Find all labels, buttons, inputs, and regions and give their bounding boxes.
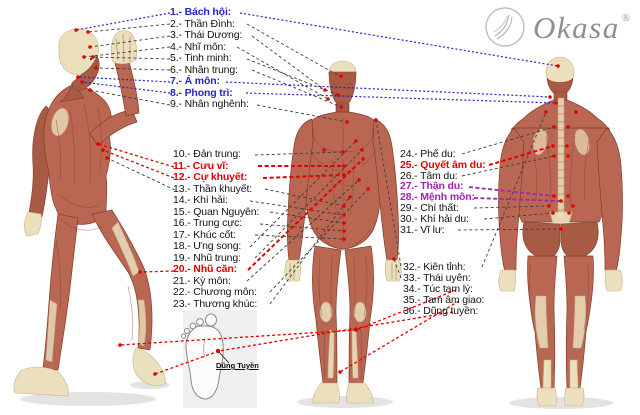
acupoint-label-31: 31.- Vĩ lư: — [400, 223, 445, 236]
acupoint-label-26: 26.- Tâm du: — [400, 169, 458, 182]
acupoint-label-23: 23.- Thương khúc: — [173, 297, 258, 310]
acupoint-label-13: 13.- Thần khuyết: — [173, 182, 252, 195]
acupoint-label-29: 29.- Chí thất: — [400, 201, 459, 214]
acupoint-label-7: 7.- Á môn: — [170, 75, 220, 87]
okasa-logo-icon — [485, 7, 525, 47]
acupoint-label-15: 15.- Quan Nguyên: — [173, 205, 260, 218]
acupoint-label-22: 22.- Chương môn: — [173, 286, 257, 298]
okasa-logo-text: Okasa — [533, 9, 620, 45]
acupoint-label-14: 14.- Khí hải: — [173, 194, 228, 206]
foot-point-caption: Dũng Tuyền — [216, 361, 259, 370]
acupoint-label-28: 28.- Mệnh môn: — [400, 191, 475, 204]
acupoint-label-35: 35.- Tam âm giao: — [403, 294, 485, 306]
acupoint-label-6: 6.- Nhân trung: — [170, 63, 238, 76]
back-view-figure — [498, 56, 623, 407]
torso-points-list: 10.- Đản trung: 11.- Cưu vĩ: 12.- Cự khu… — [173, 148, 260, 310]
okasa-logo: Okasa ® — [483, 5, 630, 49]
acupoint-label-17: 17.- Khúc cốt: — [173, 228, 236, 241]
acupoint-label-11: 11.- Cưu vĩ: — [173, 159, 229, 172]
acupoint-dots — [74, 28, 578, 376]
registered-trademark-symbol: ® — [621, 12, 631, 24]
foot-sole-diagram — [180, 310, 257, 408]
back-points-list: 24.- Phế du: 25.- Quyết âm du: 26.- Tâm … — [400, 149, 486, 235]
acupoint-label-25: 25.- Quyết âm du: — [400, 158, 486, 171]
acupoint-label-19: 19.- Nhũ trung: — [173, 251, 241, 264]
acupoint-label-32: 32.- Kiên tỉnh: — [403, 261, 466, 273]
front-view-figure — [284, 60, 402, 404]
connector-lines — [75, 12, 562, 375]
acupoint-label-12: 12.- Cự khuyết: — [173, 171, 248, 183]
acupoint-label-21: 21.- Kỳ môn: — [173, 274, 231, 287]
acupoint-label-27: 27.- Thận du: — [400, 180, 464, 193]
acupoint-label-10: 10.- Đản trung: — [173, 148, 241, 160]
acupoint-label-34: 34.- Túc tam lý: — [403, 283, 473, 295]
acupoint-label-24: 24.- Phế du: — [400, 148, 456, 160]
acupoint-label-4: 4.- Nhĩ môn: — [170, 40, 226, 53]
acupoint-label-16: 16.- Trung cực: — [173, 217, 242, 229]
acupoint-label-30: 30.- Khí hải du: — [400, 212, 469, 225]
acupoint-label-9: 9.- Nhân nghênh: — [170, 98, 249, 110]
acupoint-label-8: 8.- Phong trì: — [170, 86, 233, 99]
acupoint-label-36: 36.- Dũng tuyền: — [403, 305, 479, 317]
acupoint-label-3: 3.- Thái Dương: — [170, 29, 243, 41]
acupoint-label-2: 2.- Thần Đình: — [170, 17, 235, 30]
acupoint-label-18: 18.- Ưng song: — [173, 240, 242, 252]
acupoint-label-33: 33.- Thái uyên: — [403, 272, 471, 284]
side-view-figure — [13, 28, 167, 397]
limb-points-list: 32.- Kiên tỉnh: 33.- Thái uyên: 34.- Túc… — [403, 262, 484, 317]
head-points-list: 1.- Bách hội: 2.- Thần Đình: 3.- Thái Dư… — [170, 6, 249, 111]
acupoint-label-5: 5.- Tinh minh: — [170, 52, 232, 64]
acupoint-label-20: 20.- Nhũ căn: — [173, 263, 237, 275]
acupoint-label-1: 1.- Bách hội: — [170, 6, 232, 18]
